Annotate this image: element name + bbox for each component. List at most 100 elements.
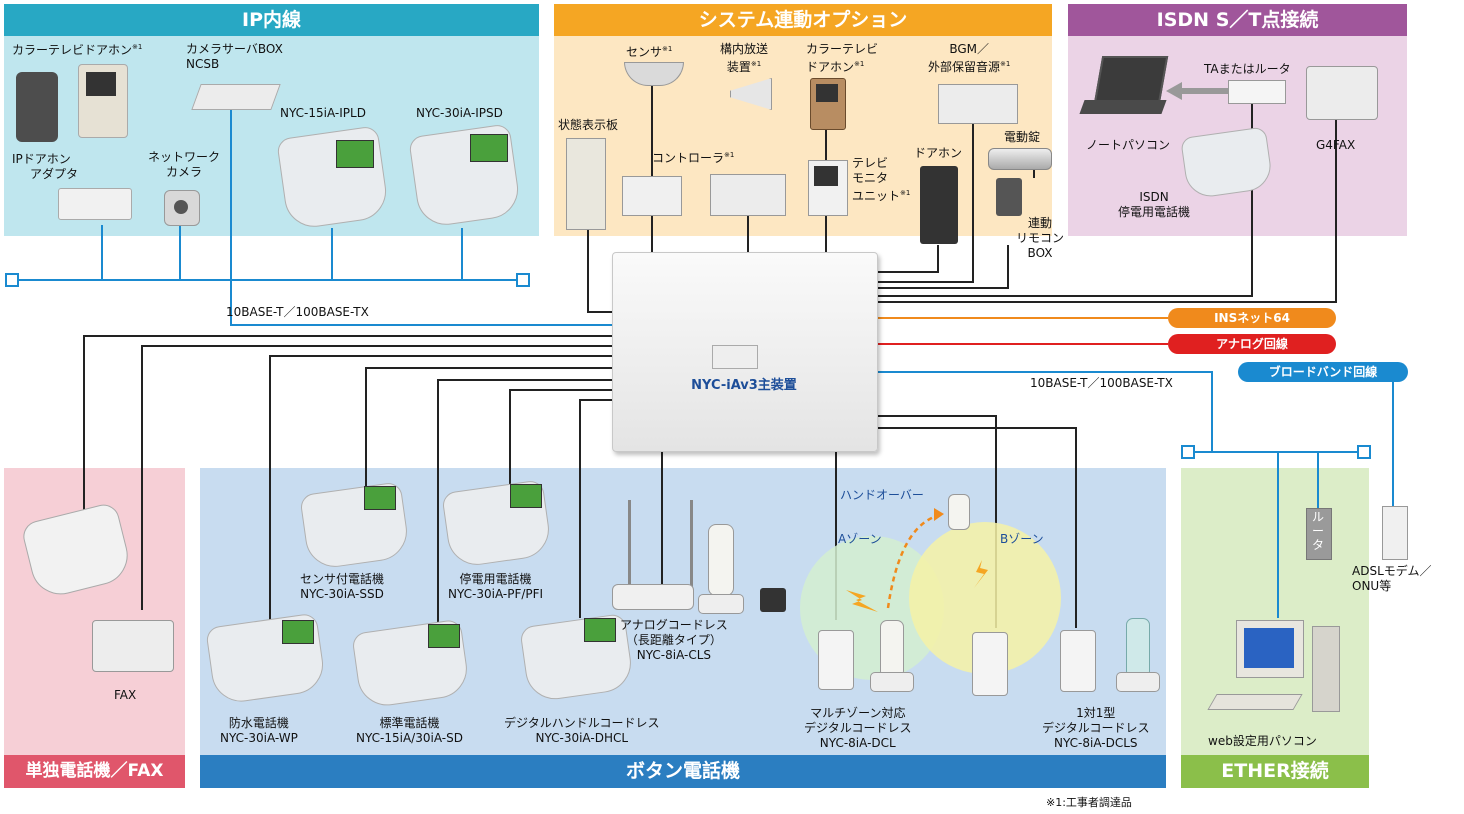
bgm-unit[interactable] [938,84,1018,124]
ether-lan-label: 10BASE-T／100BASE-TX [1030,376,1173,390]
router[interactable] [1306,508,1332,560]
cls-adapter [760,588,786,612]
pa-amplifier[interactable] [710,174,786,216]
cls-label: アナログコードレス（長距離タイプ）NYC-8iA-CLS [620,618,728,662]
handover-label: ハンドオーバー [840,488,924,502]
std-phone-screen [428,624,460,648]
pc-label: web設定用パソコン [1208,734,1317,748]
wp-phone-screen [282,620,314,644]
analog-pill: アナログ回線 [1168,334,1336,354]
camera-server-model: NCSB [186,57,220,71]
status-board[interactable] [566,138,606,230]
fax-label: FAX [114,688,137,702]
g4fax-label: G4FAX [1316,138,1356,152]
g4fax[interactable] [1306,66,1378,120]
controller-label: コントローラ※1 [652,151,735,165]
tv-monitor-screen [814,166,838,186]
dcls-handset[interactable] [1126,618,1150,678]
cls-charger [698,594,744,614]
adsl-modem[interactable] [1382,506,1408,560]
ip-phone2-label: NYC-30iA-IPSD [416,106,503,120]
pf-phone-screen [510,484,542,508]
doorphone-camera-unit[interactable] [16,72,58,142]
handover-handset[interactable] [948,494,970,530]
cls-base[interactable] [612,584,694,610]
pc-screen [1244,628,1294,668]
ins-pill: INSネット64 [1168,308,1336,328]
zone-a-label: Aゾーン [838,532,882,546]
tv-doorphone-lens [816,84,838,102]
tv-doorphone-label: カラーテレビドアホン※1 [806,42,879,74]
notebook-label: ノートパソコン [1086,138,1171,152]
tv-monitor-label: テレビモニタユニット※1 [852,156,911,203]
modem-label: ADSLモデム／ONU等 [1352,564,1432,593]
remote-box[interactable] [996,178,1022,216]
ssd-phone-screen [364,486,396,510]
main-unit-label: NYC-iAv3主装置 [691,378,797,393]
doorphone-screen [86,72,116,96]
ip-phone2-screen [470,134,508,162]
network-camera[interactable] [164,190,200,226]
controller[interactable] [622,176,682,216]
handover-arrow [886,513,941,609]
pa-label: 構内放送装置※1 [720,42,769,74]
ether-panel-title: ETHER接続 [1181,755,1369,788]
ta-router-label: TAまたはルータ [1204,62,1291,76]
ip-lan-label: 10BASE-T／100BASE-TX [226,305,369,319]
router-label: ルータ [1311,510,1324,552]
notebook-pc[interactable] [1093,56,1169,104]
ether-lan-line [876,371,1364,453]
dcl-base-station-a[interactable] [818,630,854,690]
electric-lock[interactable] [988,148,1052,170]
sensor-label: センサ※1 [626,45,673,59]
ip-door-adapter[interactable] [58,188,132,220]
color-doorphone-label: カラーテレビドアホン※1 [12,43,143,57]
isdn-panel-title: ISDN S／T点接続 [1068,4,1407,36]
network-camera-lens [174,200,188,214]
broadband-pill: ブロードバンド回線 [1238,362,1408,382]
dcl-base-station-b[interactable] [972,632,1008,696]
footnote: ※1:工事者調達品 [1046,796,1132,809]
pc-tower[interactable] [1312,626,1340,712]
dcl-charger-a [870,672,914,692]
ip-panel-title: IP内線 [4,4,539,36]
camera-server-box[interactable] [191,84,281,110]
main-unit-display [712,345,758,369]
ip-phone1-label: NYC-15iA-IPLD [280,106,366,120]
dhcl-phone-screen [584,618,616,642]
doorphone-label: ドアホン [914,146,963,160]
button-panel-title: ボタン電話機 [200,755,1166,788]
cls-antenna-right [690,500,693,590]
fax-machine[interactable] [92,620,174,672]
isdn-panel [1068,4,1407,236]
zone-b-label: Bゾーン [1000,532,1044,546]
ip-door-adapter-label: IPドアホンアダプタ [12,152,79,181]
pc-keyboard [1207,694,1303,710]
cls-handset[interactable] [708,524,734,596]
system-panel-title: システム連動オプション [554,4,1052,36]
notebook-keyboard [1079,100,1167,114]
ip-phone1-screen [336,140,374,168]
network-camera-label: ネットワークカメラ [148,150,221,179]
camera-server-label: カメラサーバBOX [186,42,283,56]
ta-router[interactable] [1228,80,1286,104]
dcls-base-station[interactable] [1060,630,1096,692]
cls-antenna-left [628,500,631,590]
doorphone-unit[interactable] [920,166,958,244]
single-panel-title: 単独電話機／FAX [4,755,185,788]
zone-b-circle [909,522,1061,674]
status-board-label: 状態表示板 [558,118,619,132]
dcl-handset-a[interactable] [880,620,904,678]
bgm-label: BGM／外部保留音源※1 [928,42,1011,74]
elock-label: 電動錠 [1004,130,1041,144]
dcls-charger [1116,672,1160,692]
